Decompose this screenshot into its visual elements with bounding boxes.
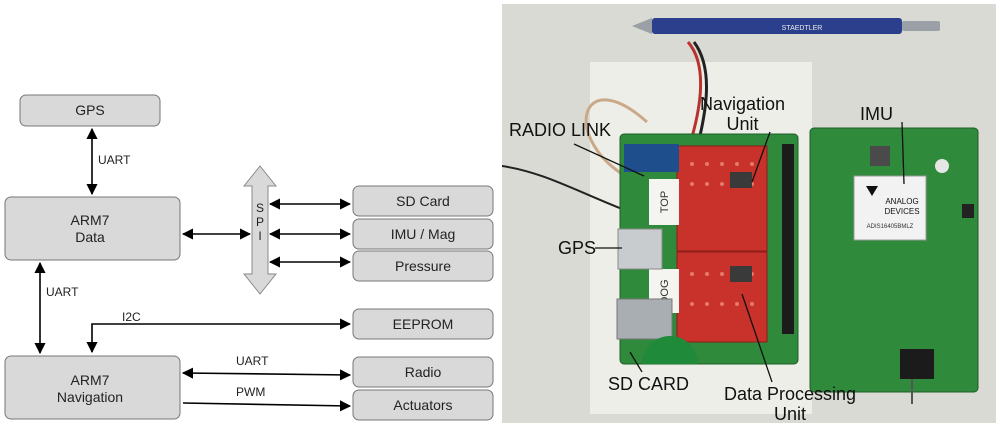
imu-mag-block: IMU / Mag bbox=[352, 218, 494, 250]
antenna-wire bbox=[502, 165, 623, 210]
block-diagram: GPS ARM7 Data ARM7 Navigation SD Card IM… bbox=[4, 94, 494, 421]
pressure-label: Pressure bbox=[395, 258, 451, 274]
radio-uart-label: UART bbox=[236, 354, 269, 368]
connectors bbox=[34, 127, 352, 412]
arm7-data-block: ARM7 Data bbox=[4, 196, 181, 261]
pen-brand-text: STAEDTLER bbox=[782, 25, 823, 32]
red-cable bbox=[686, 41, 703, 145]
eeprom-label: EEPROM bbox=[393, 316, 454, 332]
logo-mark bbox=[935, 159, 949, 173]
gps-block-label: GPS bbox=[75, 102, 105, 118]
black-cable bbox=[692, 41, 708, 145]
hardware-photo: STAEDTLER TOP DOG bbox=[502, 4, 996, 423]
data-chip bbox=[730, 266, 752, 282]
i2c-label: I2C bbox=[122, 310, 141, 324]
pwm-label: PWM bbox=[236, 385, 265, 399]
gps-uart-label: UART bbox=[98, 153, 131, 167]
sd-card-label: SD Card bbox=[396, 193, 450, 209]
callout-navigation-unit: Navigation Unit bbox=[700, 94, 785, 134]
pin-header bbox=[782, 144, 794, 334]
pressure-block: Pressure bbox=[352, 250, 494, 282]
sd-card-block: SD Card bbox=[352, 185, 494, 217]
radio-block: Radio bbox=[352, 356, 494, 388]
gps-module bbox=[617, 228, 663, 270]
spi-bus: S P I bbox=[242, 165, 278, 295]
pressure-sensor bbox=[900, 349, 934, 379]
callout-imu: IMU bbox=[860, 104, 893, 124]
pen-icon: STAEDTLER bbox=[632, 18, 940, 34]
callout-sd-card: SD CARD bbox=[608, 374, 690, 394]
hardware-illustration: STAEDTLER TOP DOG bbox=[502, 18, 979, 414]
radio-label: Radio bbox=[405, 364, 442, 380]
spi-letter-i: I bbox=[258, 229, 261, 243]
imu-inductor bbox=[870, 146, 890, 166]
eeprom-block: EEPROM bbox=[352, 308, 494, 340]
callout-data-processing-unit: Data Processing Unit bbox=[724, 384, 856, 423]
sd-slot bbox=[616, 298, 673, 340]
radio-module bbox=[624, 144, 679, 172]
arm7-data-label-2: Data bbox=[75, 229, 105, 245]
callout-gps: GPS bbox=[558, 238, 597, 258]
arm7-nav-label-2: Navigation bbox=[57, 389, 123, 405]
callout-lines bbox=[573, 121, 905, 383]
label-top-text: TOP bbox=[659, 191, 671, 213]
chip-part-number: ADIS16405BMLZ bbox=[867, 224, 914, 230]
nav-chip bbox=[730, 172, 752, 188]
callout-data-processing-line2: Unit bbox=[774, 404, 807, 423]
actuators-label: Actuators bbox=[393, 397, 452, 413]
imu-chip: ANALOG DEVICES ADIS16405BMLZ bbox=[853, 175, 927, 241]
arm7-navigation-block: ARM7 Navigation bbox=[4, 355, 181, 420]
imu-connector bbox=[962, 204, 974, 218]
imu-pcb bbox=[809, 127, 979, 393]
green-holder bbox=[642, 336, 698, 364]
label-dog-text: DOG bbox=[659, 279, 671, 304]
chip-brand-2: DEVICES bbox=[884, 207, 919, 216]
label-top-sticker bbox=[649, 179, 679, 225]
imu-mag-label: IMU / Mag bbox=[391, 226, 456, 242]
callout-navigation-line2: Unit bbox=[726, 114, 759, 134]
callout-data-processing-line1: Data Processing bbox=[724, 384, 857, 404]
arm7-data-label-1: ARM7 bbox=[71, 212, 110, 228]
data-nav-uart-label: UART bbox=[46, 285, 79, 299]
chip-brand-1: ANALOG bbox=[885, 197, 918, 206]
gps-block: GPS bbox=[19, 94, 161, 127]
navigation-board bbox=[676, 145, 768, 252]
arm7-nav-label-1: ARM7 bbox=[71, 372, 110, 388]
actuators-block: Actuators bbox=[352, 389, 494, 421]
callout-navigation-line1: Navigation bbox=[700, 94, 786, 114]
spi-letter-s: S bbox=[256, 201, 264, 215]
spi-letter-p: P bbox=[256, 215, 264, 229]
callout-radio-link: RADIO LINK bbox=[509, 120, 612, 140]
